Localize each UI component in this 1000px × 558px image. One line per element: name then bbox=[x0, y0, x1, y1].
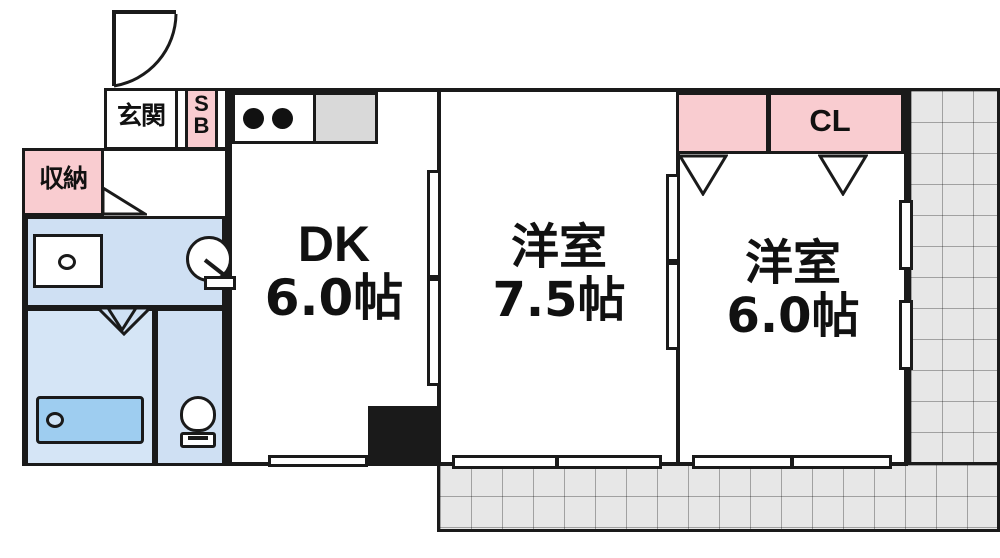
stove-burner-right-icon bbox=[272, 108, 293, 129]
room-label-washitsu1-name: 洋室 bbox=[510, 219, 607, 275]
room-label-washitsu2-size: 6.0帖 bbox=[726, 288, 860, 344]
genkan-box bbox=[104, 88, 178, 150]
label-sb-line1: S bbox=[194, 91, 209, 116]
closet-cl bbox=[676, 92, 904, 154]
closet-door-swing-left bbox=[677, 154, 729, 197]
dk-partition-lower bbox=[427, 278, 441, 386]
room-label-washitsu2-name: 洋室 bbox=[744, 235, 841, 291]
storage-door-swing bbox=[101, 185, 151, 216]
balcony-right bbox=[908, 88, 1000, 470]
room-label-dk-name: DK bbox=[297, 216, 371, 272]
label-sb-line2: B bbox=[193, 113, 210, 138]
toilet-seat-line-icon bbox=[188, 436, 208, 440]
dk-bottom-window bbox=[268, 455, 368, 467]
label-cl: CL bbox=[809, 103, 851, 138]
dk-notch-block bbox=[368, 406, 441, 466]
partition-window-upper bbox=[666, 174, 680, 262]
toilet-tank-icon bbox=[180, 432, 216, 448]
bathtub-drain-icon bbox=[46, 412, 64, 428]
entrance-door bbox=[110, 8, 180, 88]
label-genkan: 玄関 bbox=[116, 101, 166, 130]
washbasin-bowl-icon bbox=[58, 254, 76, 270]
balcony-bottom bbox=[437, 462, 1000, 532]
shoe-box-sb bbox=[185, 88, 218, 150]
partition-window-lower bbox=[666, 262, 680, 350]
window-right-lower bbox=[899, 300, 913, 370]
balcony-door-washitsu1-mullion bbox=[555, 455, 559, 469]
vanity-door-swing bbox=[105, 306, 139, 333]
stove-burner-left-icon bbox=[243, 108, 264, 129]
window-right-upper bbox=[899, 200, 913, 270]
balcony-door-washitsu2-mullion bbox=[790, 455, 794, 469]
toilet-bowl-icon bbox=[180, 396, 216, 432]
room-washitsu1-floor bbox=[437, 88, 680, 466]
washing-machine-base-icon bbox=[204, 276, 236, 290]
label-shuno: 収納 bbox=[38, 164, 88, 193]
room-label-washitsu1-size: 7.5帖 bbox=[492, 272, 626, 328]
closet-divider bbox=[766, 92, 771, 154]
dk-partition-upper bbox=[427, 170, 441, 278]
room-label-dk-size: 6.0帖 bbox=[264, 269, 404, 327]
closet-door-swing-right bbox=[817, 154, 869, 197]
